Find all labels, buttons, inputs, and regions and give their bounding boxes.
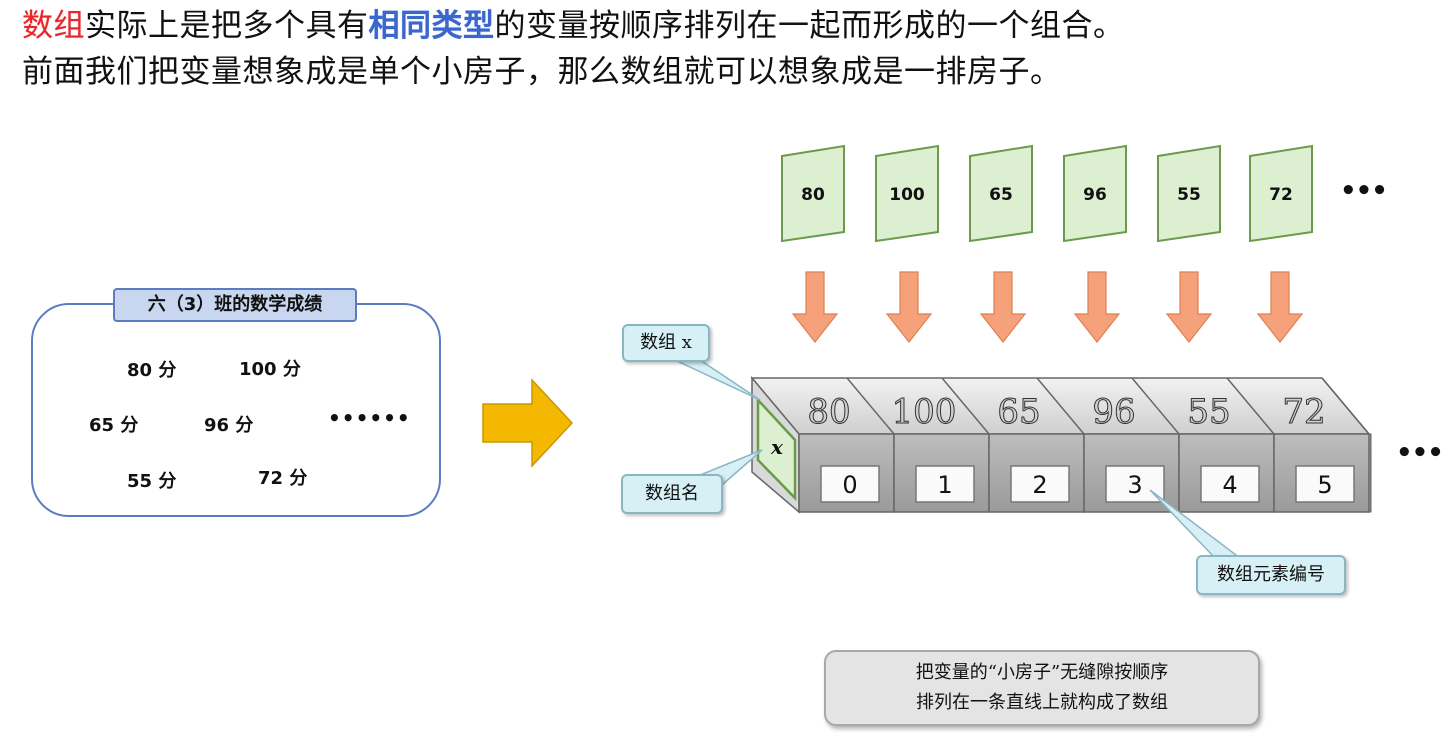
array-index-label: 1 xyxy=(937,471,952,499)
array-index-box xyxy=(820,465,880,503)
score-item: 72 分 xyxy=(258,468,308,489)
array-cell-divider xyxy=(1131,377,1180,435)
value-card xyxy=(875,144,939,243)
down-arrow-icon xyxy=(1073,271,1121,343)
value-card xyxy=(969,144,1033,243)
array-index-box xyxy=(1105,465,1165,503)
heading-text-1d: 的变量按顺序排列在一起而形成的一个组合。 xyxy=(494,8,1125,44)
array-index-label: 2 xyxy=(1032,471,1047,499)
array-cell-divider xyxy=(1226,377,1275,435)
score-item: 100 分 xyxy=(239,359,301,380)
keyword-same-type: 相同类型 xyxy=(368,8,495,44)
array-cell-value: 96 xyxy=(1092,392,1135,432)
array-cell-value: 65 xyxy=(997,392,1040,432)
value-card-label: 55 xyxy=(1177,185,1201,205)
heading-text-1b: 实际上是把多个具有 xyxy=(85,8,369,44)
callout-array-x: 数组 x xyxy=(622,324,710,362)
summary-note: 把变量的“小房子”无缝隙按顺序 排列在一条直线上就构成了数组 xyxy=(824,650,1260,726)
scores-panel-title: 六（3）班的数学成绩 xyxy=(113,288,357,322)
down-arrows xyxy=(791,271,1304,343)
down-arrow-icon xyxy=(791,271,839,343)
callout-element-index: 数组元素编号 xyxy=(1196,555,1346,595)
callout-pointer xyxy=(674,359,761,401)
value-card-label: 96 xyxy=(1083,185,1107,205)
right-arrow-icon xyxy=(482,378,574,468)
array-cell-value: 72 xyxy=(1282,392,1325,432)
array-cell-value: 80 xyxy=(807,392,850,432)
down-arrow-icon xyxy=(979,271,1027,343)
array-index-box xyxy=(915,465,975,503)
value-card xyxy=(1157,144,1221,243)
keyword-array: 数组 xyxy=(22,8,85,44)
array-cell-divider xyxy=(941,377,990,435)
heading-line-1: 数组实际上是把多个具有相同类型的变量按顺序排列在一起而形成的一个组合。 xyxy=(22,6,1125,46)
value-card xyxy=(1063,144,1127,243)
array-index-label: 4 xyxy=(1222,471,1237,499)
array-boxes: x 80 0 100 1 65 2 96 3 55 4 72 5 xyxy=(750,375,1372,514)
summary-note-line-2: 排列在一条直线上就构成了数组 xyxy=(916,692,1168,713)
value-card xyxy=(1249,144,1313,243)
array-cell-divider xyxy=(1036,377,1085,435)
down-arrow-icon xyxy=(1256,271,1304,343)
down-arrow-icon xyxy=(1165,271,1213,343)
array-index-label: 0 xyxy=(842,471,857,499)
array-name-plate xyxy=(756,396,797,502)
array-cell-divider xyxy=(1321,377,1370,435)
value-card-label: 80 xyxy=(801,185,825,205)
summary-note-line-1: 把变量的“小房子”无缝隙按顺序 xyxy=(915,662,1169,683)
cards-more: ••• xyxy=(1340,176,1388,206)
value-cards: 80 100 65 96 55 72 xyxy=(781,144,1313,243)
array-index-box xyxy=(1010,465,1070,503)
scores-ellipsis: •••••• xyxy=(328,406,411,430)
array-name-label: x xyxy=(770,435,784,459)
array-cell-divider xyxy=(846,377,895,435)
array-index-label: 5 xyxy=(1317,471,1332,499)
array-index-label: 3 xyxy=(1127,471,1142,499)
score-item: 96 分 xyxy=(204,415,254,436)
value-card xyxy=(781,144,845,243)
score-item: 55 分 xyxy=(127,471,177,492)
score-item: 80 分 xyxy=(127,360,177,381)
score-item: 65 分 xyxy=(89,415,139,436)
value-card-label: 100 xyxy=(889,185,925,205)
array-cell-value: 100 xyxy=(892,392,957,432)
callout-array-name: 数组名 xyxy=(621,474,723,514)
heading-line-2: 前面我们把变量想象成是单个小房子，那么数组就可以想象成是一排房子。 xyxy=(22,54,1062,90)
array-more: ••• xyxy=(1396,438,1444,468)
down-arrow-icon xyxy=(885,271,933,343)
array-index-box xyxy=(1295,465,1355,503)
value-card-label: 65 xyxy=(989,185,1013,205)
array-index-box xyxy=(1200,465,1260,503)
value-card-label: 72 xyxy=(1269,185,1293,205)
array-end-cap xyxy=(1368,433,1372,513)
array-cell-value: 55 xyxy=(1187,392,1230,432)
